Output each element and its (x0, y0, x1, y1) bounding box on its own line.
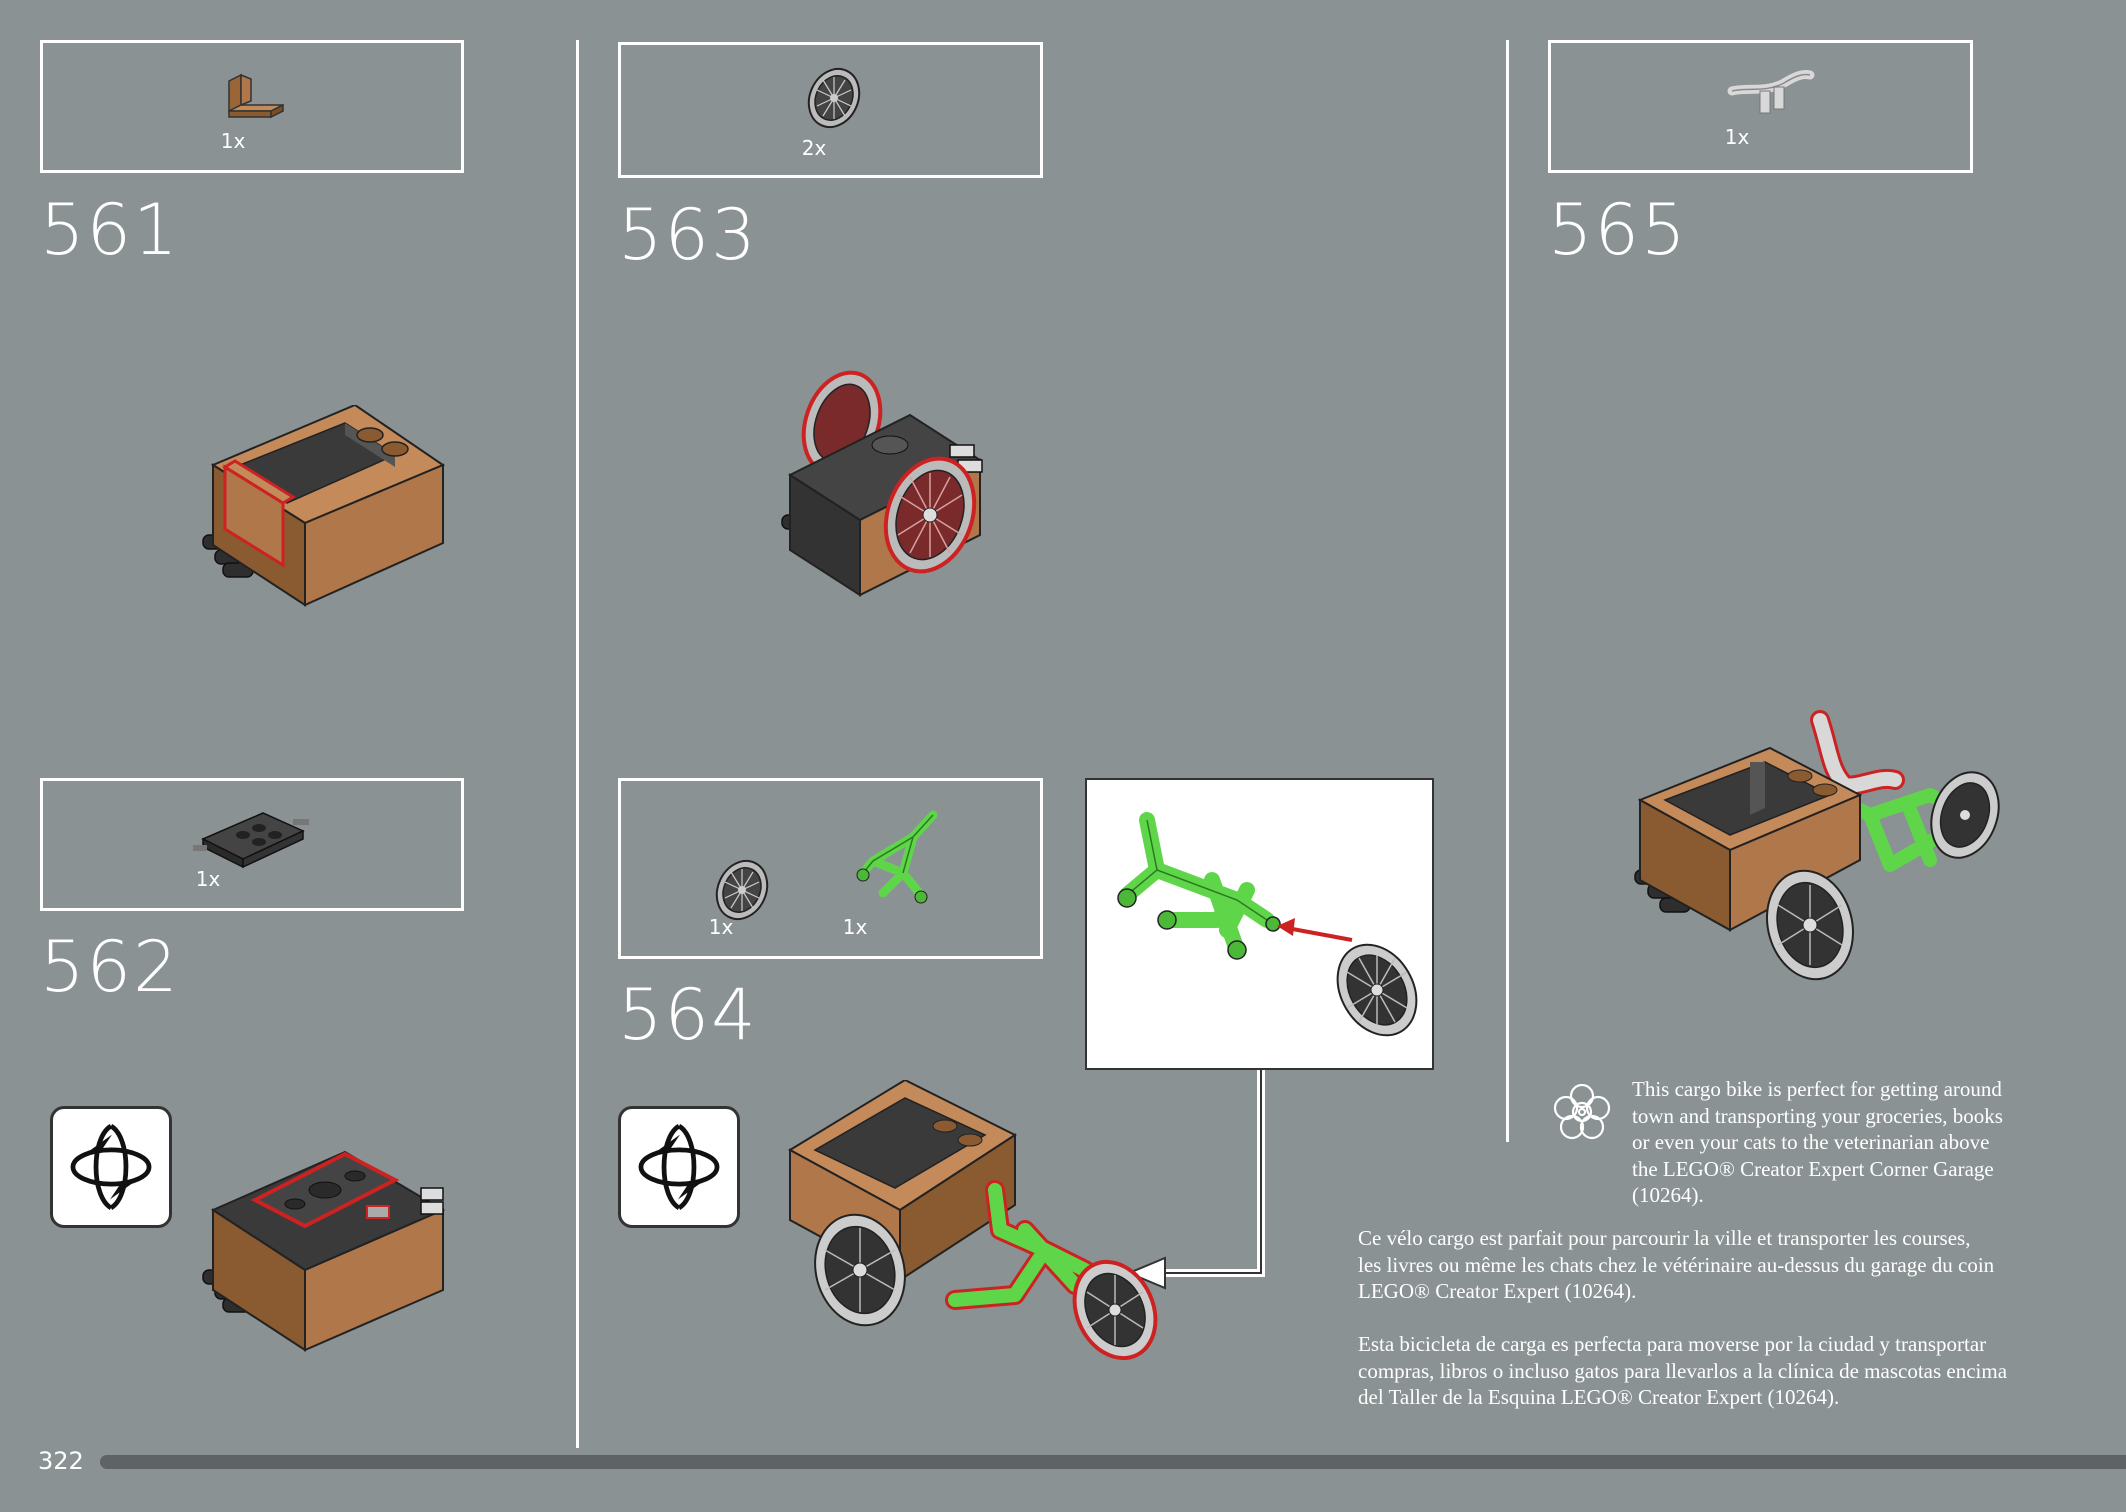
description-line: les livres ou même les chats chez le vét… (1358, 1252, 1995, 1277)
grey-handlebar-part-icon (1727, 70, 1815, 114)
description-english: This cargo bike is perfect for getting a… (1632, 1076, 2032, 1209)
green-bike-frame-part-icon (856, 810, 938, 904)
parts-box-564: 1x 1x (618, 778, 1043, 959)
callout-bike-frame-with-wheel (1117, 812, 1418, 1037)
description-line: town and transporting your groceries, bo… (1632, 1103, 2003, 1128)
part-qty: 2x (801, 136, 827, 160)
description-french: Ce vélo cargo est parfait pour parcourir… (1358, 1225, 2058, 1305)
step-number-565: 565 (1548, 189, 1688, 271)
description-line: compras, libros o incluso gatos para lle… (1358, 1358, 2008, 1383)
brown-bracket-part-icon (228, 73, 284, 119)
progress-bar (100, 1455, 2126, 1469)
assembly-561-brown-box (202, 405, 446, 607)
part-qty: 1x (195, 867, 221, 891)
part-qty-wheel: 1x (708, 915, 734, 939)
description-line: or even your cats to the veterinarian ab… (1632, 1130, 1990, 1154)
rose-emblem-icon (1553, 1083, 1611, 1140)
parts-box-565: 1x (1548, 40, 1973, 173)
description-line: LEGO® Creator Expert (10264). (1358, 1279, 1637, 1303)
spoked-wheel-part-icon (715, 859, 769, 921)
description-spanish: Esta bicicleta de carga es perfecta para… (1358, 1331, 2058, 1411)
step-number-562: 562 (40, 926, 180, 1008)
black-plate-part-icon (193, 812, 309, 869)
parts-box-562: 1x (40, 778, 464, 911)
description-line: Esta bicicleta de carga es perfecta para… (1358, 1332, 1987, 1356)
assembly-565-complete-cargo-bike (1634, 710, 2000, 981)
description-line: del Taller de la Esquina LEGO® Creator E… (1358, 1385, 1840, 1409)
assembly-563-box-with-wheels (781, 370, 983, 597)
parts-box-561: 1x (40, 40, 464, 173)
part-qty: 1x (1724, 125, 1750, 149)
rotate-model-icon (618, 1106, 740, 1228)
assembly-564-cargo-bike (787, 1080, 1158, 1361)
callout-connector-arrow (1126, 1070, 1265, 1290)
parts-box-563: 2x (618, 42, 1043, 178)
step-number-564: 564 (618, 974, 758, 1056)
description-line: the LEGO® Creator Expert Corner Garage (1632, 1156, 1994, 1181)
step-number-563: 563 (618, 194, 758, 276)
description-line: (10264). (1632, 1183, 1704, 1207)
description-line: Ce vélo cargo est parfait pour parcourir… (1358, 1226, 1971, 1250)
part-qty: 1x (220, 129, 246, 153)
column-divider-left (576, 40, 579, 1448)
spoked-wheel-part-icon (807, 67, 861, 129)
rotate-model-icon (50, 1106, 172, 1228)
page-number: 322 (38, 1447, 84, 1475)
assembly-562-brown-box-with-plate (202, 1150, 446, 1352)
description-line: This cargo bike is perfect for getting a… (1632, 1077, 2002, 1101)
column-divider-right (1506, 40, 1509, 1142)
part-qty-frame: 1x (842, 915, 868, 939)
step-number-561: 561 (40, 189, 180, 271)
callout-564 (1085, 778, 1434, 1070)
